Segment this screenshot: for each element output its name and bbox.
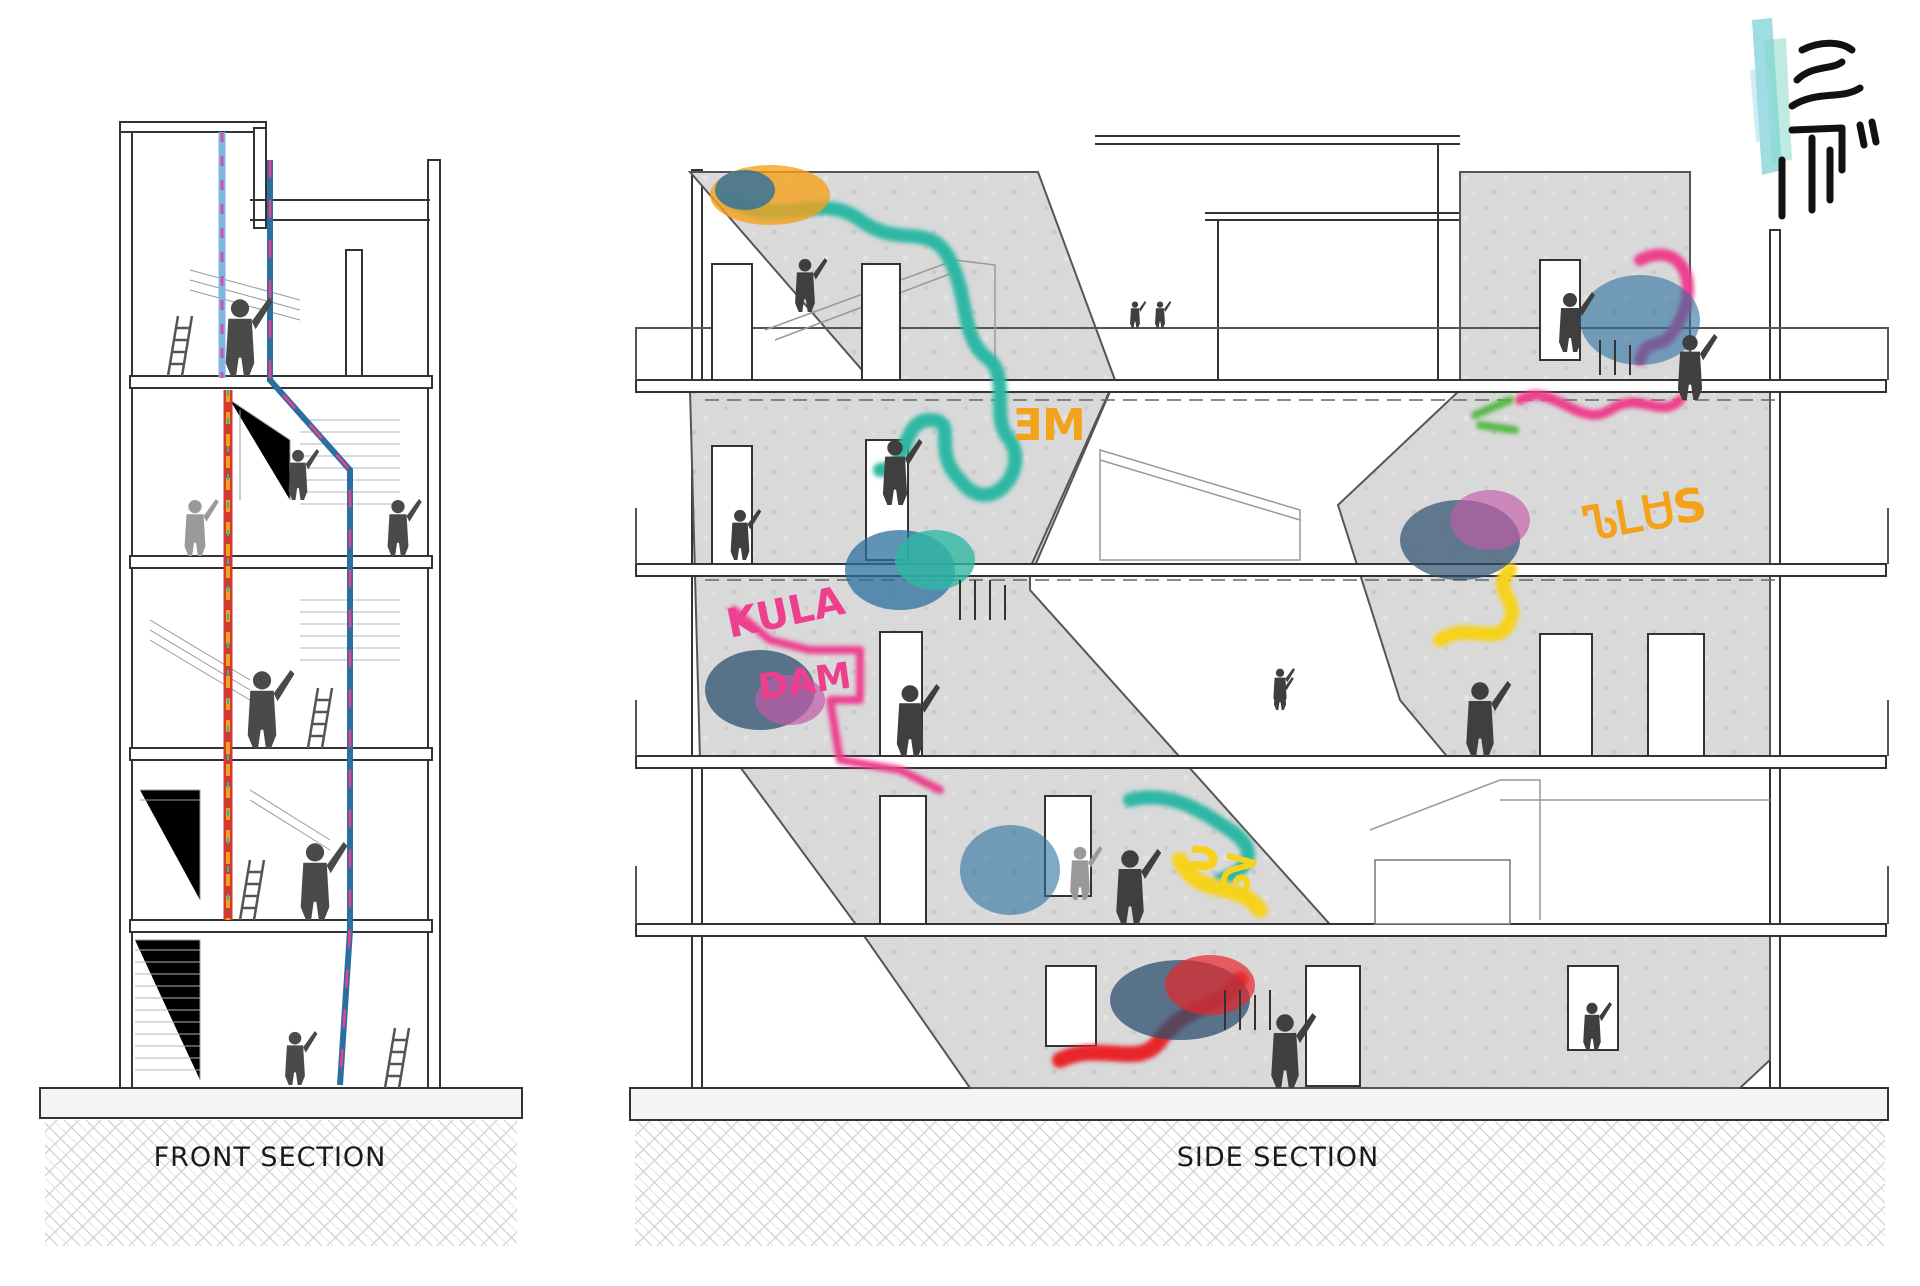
graffiti-collage [705, 165, 1700, 1040]
front-section-drawing [39, 121, 523, 1246]
graffiti-tag: ƎM [1012, 400, 1086, 451]
calligraphy-logo-icon [1750, 18, 1880, 220]
ground-slab [629, 1087, 1889, 1121]
front-section-caption: FRONT SECTION [153, 1142, 387, 1173]
ground-hatch [635, 1120, 1885, 1246]
ground-hatch [45, 1120, 517, 1246]
graffiti-pipe [267, 160, 353, 1086]
spray-teal [723, 193, 1023, 502]
side-section-drawing: KULA DAM ƎM ᏖᏞᏌS Ꙅᘔ [629, 135, 1889, 1246]
ground-slab [39, 1087, 523, 1119]
side-section-caption: SIDE SECTION [1176, 1142, 1380, 1173]
door [711, 263, 753, 381]
